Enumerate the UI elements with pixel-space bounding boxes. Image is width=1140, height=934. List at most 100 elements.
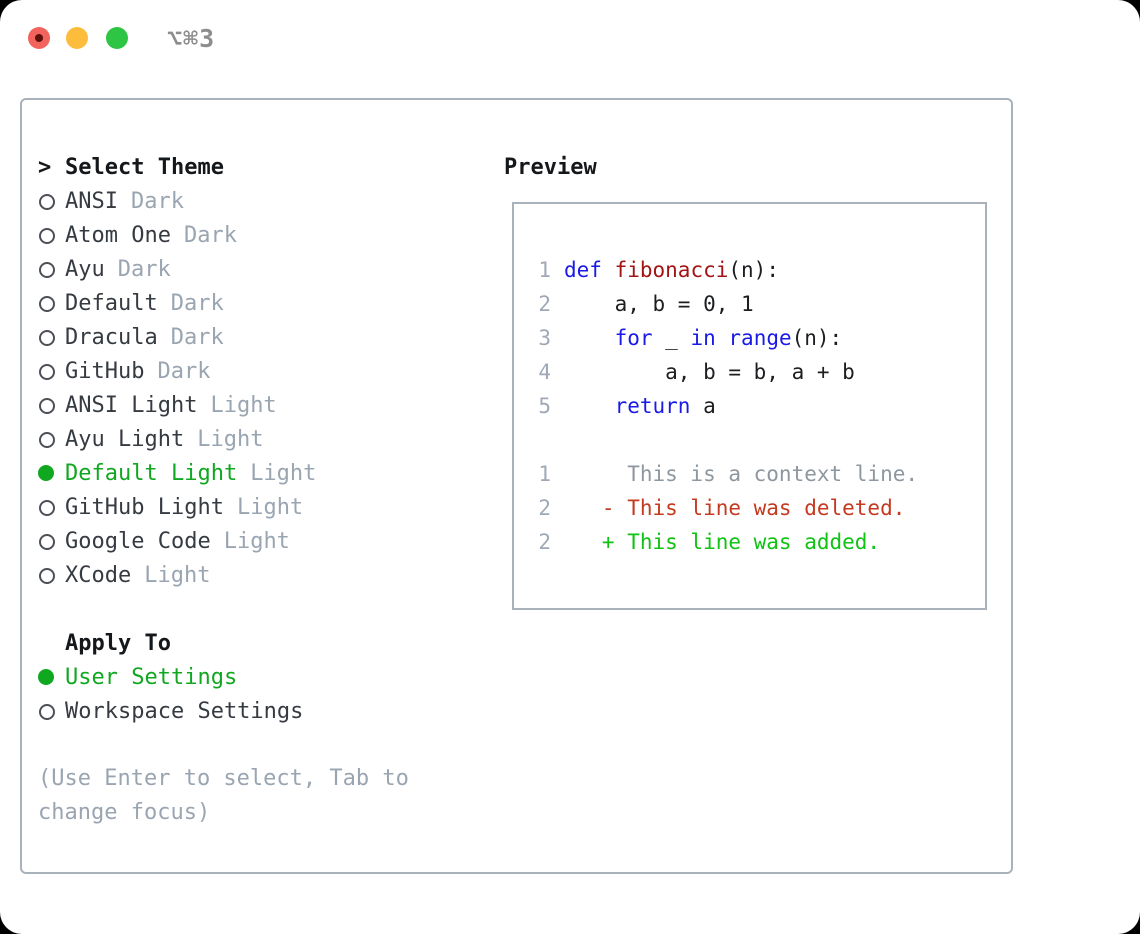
apply-to-spacer — [38, 635, 54, 651]
code-segment — [602, 258, 615, 282]
code-segment: for — [614, 326, 653, 350]
theme-option-default-light[interactable]: Default Light Light — [38, 456, 478, 490]
option-variant-tag: Dark — [117, 256, 171, 282]
code-segment — [564, 326, 615, 350]
radio-unselected-icon — [38, 431, 55, 448]
theme-option-github[interactable]: GitHub Dark — [38, 354, 478, 388]
theme-option-google-code[interactable]: Google Code Light — [38, 524, 478, 558]
radio-unselected-icon — [38, 533, 55, 550]
theme-option-ansi[interactable]: ANSI Dark — [38, 184, 478, 218]
code-segment: range — [728, 326, 792, 350]
code-segment: a, b = b, a + b — [564, 360, 855, 384]
radio-selected-icon — [38, 465, 54, 481]
radio-unselected-icon — [38, 499, 55, 516]
theme-option-default[interactable]: Default Dark — [38, 286, 478, 320]
option-label: ANSI Light — [65, 392, 198, 418]
code-segment: (n): — [728, 258, 779, 282]
radio-unselected-icon — [38, 329, 55, 346]
theme-option-xcode[interactable]: XCode Light — [38, 558, 478, 592]
keyboard-hint: (Use Enter to select, Tab to change focu… — [38, 766, 409, 825]
preview-title: Preview — [504, 154, 597, 180]
option-variant-tag: Light — [236, 494, 304, 520]
apply-option-user-settings[interactable]: User Settings — [38, 660, 478, 694]
option-label: Default Light — [65, 460, 238, 486]
line-number: 1 — [538, 258, 551, 282]
preview-line: 1 def fibonacci(n): — [538, 253, 985, 287]
line-number: 2 — [538, 496, 551, 520]
code-segment: a, b = 0, 1 — [564, 292, 754, 316]
titlebar: ⌥⌘3 — [0, 0, 1140, 98]
code-segment: fibonacci — [614, 258, 729, 282]
option-label: GitHub Light — [65, 494, 224, 520]
option-label: Ayu Light — [65, 426, 185, 452]
option-variant-tag: Light — [144, 562, 211, 588]
code-segment — [716, 326, 729, 350]
option-label: Workspace Settings — [65, 698, 304, 724]
apply-to-header-row: Apply To — [38, 626, 478, 660]
code-segment: + This line was added. — [564, 530, 881, 554]
radio-selected-icon — [38, 669, 54, 685]
theme-option-github-light[interactable]: GitHub Light Light — [38, 490, 478, 524]
preview-line: 5 return a — [538, 389, 985, 423]
theme-option-ansi-light[interactable]: ANSI Light Light — [38, 388, 478, 422]
select-theme-header: > Select Theme — [38, 150, 478, 184]
option-variant-tag: Dark — [170, 290, 224, 316]
theme-option-dracula[interactable]: Dracula Dark — [38, 320, 478, 354]
unsaved-changes-dot — [35, 34, 43, 42]
preview-line: 4 a, b = b, a + b — [538, 355, 985, 389]
preview-line: 3 for _ in range(n): — [538, 321, 985, 355]
code-segment: This is a context line. — [564, 462, 919, 486]
prompt-caret-icon: > — [38, 154, 52, 180]
code-segment: in — [690, 326, 716, 350]
code-segment: def — [564, 258, 602, 282]
preview-line: 2 a, b = 0, 1 — [538, 287, 985, 321]
zoom-button[interactable] — [106, 27, 128, 49]
window-title: ⌥⌘3 — [167, 24, 216, 53]
radio-unselected-icon — [38, 295, 55, 312]
option-label: Atom One — [65, 222, 171, 248]
option-variant-tag: Light — [250, 460, 317, 486]
preview-line: 1 This is a context line. — [538, 457, 985, 491]
line-number: 2 — [538, 530, 551, 554]
line-number: 2 — [538, 292, 551, 316]
option-variant-tag: Dark — [157, 358, 211, 384]
line-number: 1 — [538, 462, 551, 486]
option-variant-tag: Dark — [130, 188, 184, 214]
select-theme-title: Select Theme — [65, 154, 224, 180]
radio-unselected-icon — [38, 397, 55, 414]
option-label: GitHub — [65, 358, 145, 384]
radio-unselected-icon — [38, 703, 55, 720]
option-variant-tag: Dark — [170, 324, 224, 350]
code-segment: _ — [652, 326, 691, 350]
apply-option-workspace-settings[interactable]: Workspace Settings — [38, 694, 478, 728]
option-label: ANSI — [65, 188, 118, 214]
code-segment: - This line was deleted. — [564, 496, 906, 520]
close-button[interactable] — [28, 27, 50, 49]
theme-option-ayu[interactable]: Ayu Dark — [38, 252, 478, 286]
option-variant-tag: Light — [210, 392, 277, 418]
option-label: Google Code — [65, 528, 211, 554]
option-label: Default — [65, 290, 158, 316]
line-number: 4 — [538, 360, 551, 384]
code-segment: (n): — [791, 326, 843, 350]
apply-to-title: Apply To — [65, 630, 171, 656]
radio-unselected-icon — [38, 227, 55, 244]
code-segment: a — [690, 394, 716, 418]
radio-unselected-icon — [38, 261, 55, 278]
radio-unselected-icon — [38, 363, 55, 380]
radio-unselected-icon — [38, 567, 55, 584]
minimize-button[interactable] — [66, 27, 88, 49]
option-variant-tag: Light — [223, 528, 290, 554]
option-label: XCode — [65, 562, 132, 588]
option-label: Dracula — [65, 324, 158, 350]
option-label: Ayu — [65, 256, 105, 282]
code-segment — [564, 394, 615, 418]
